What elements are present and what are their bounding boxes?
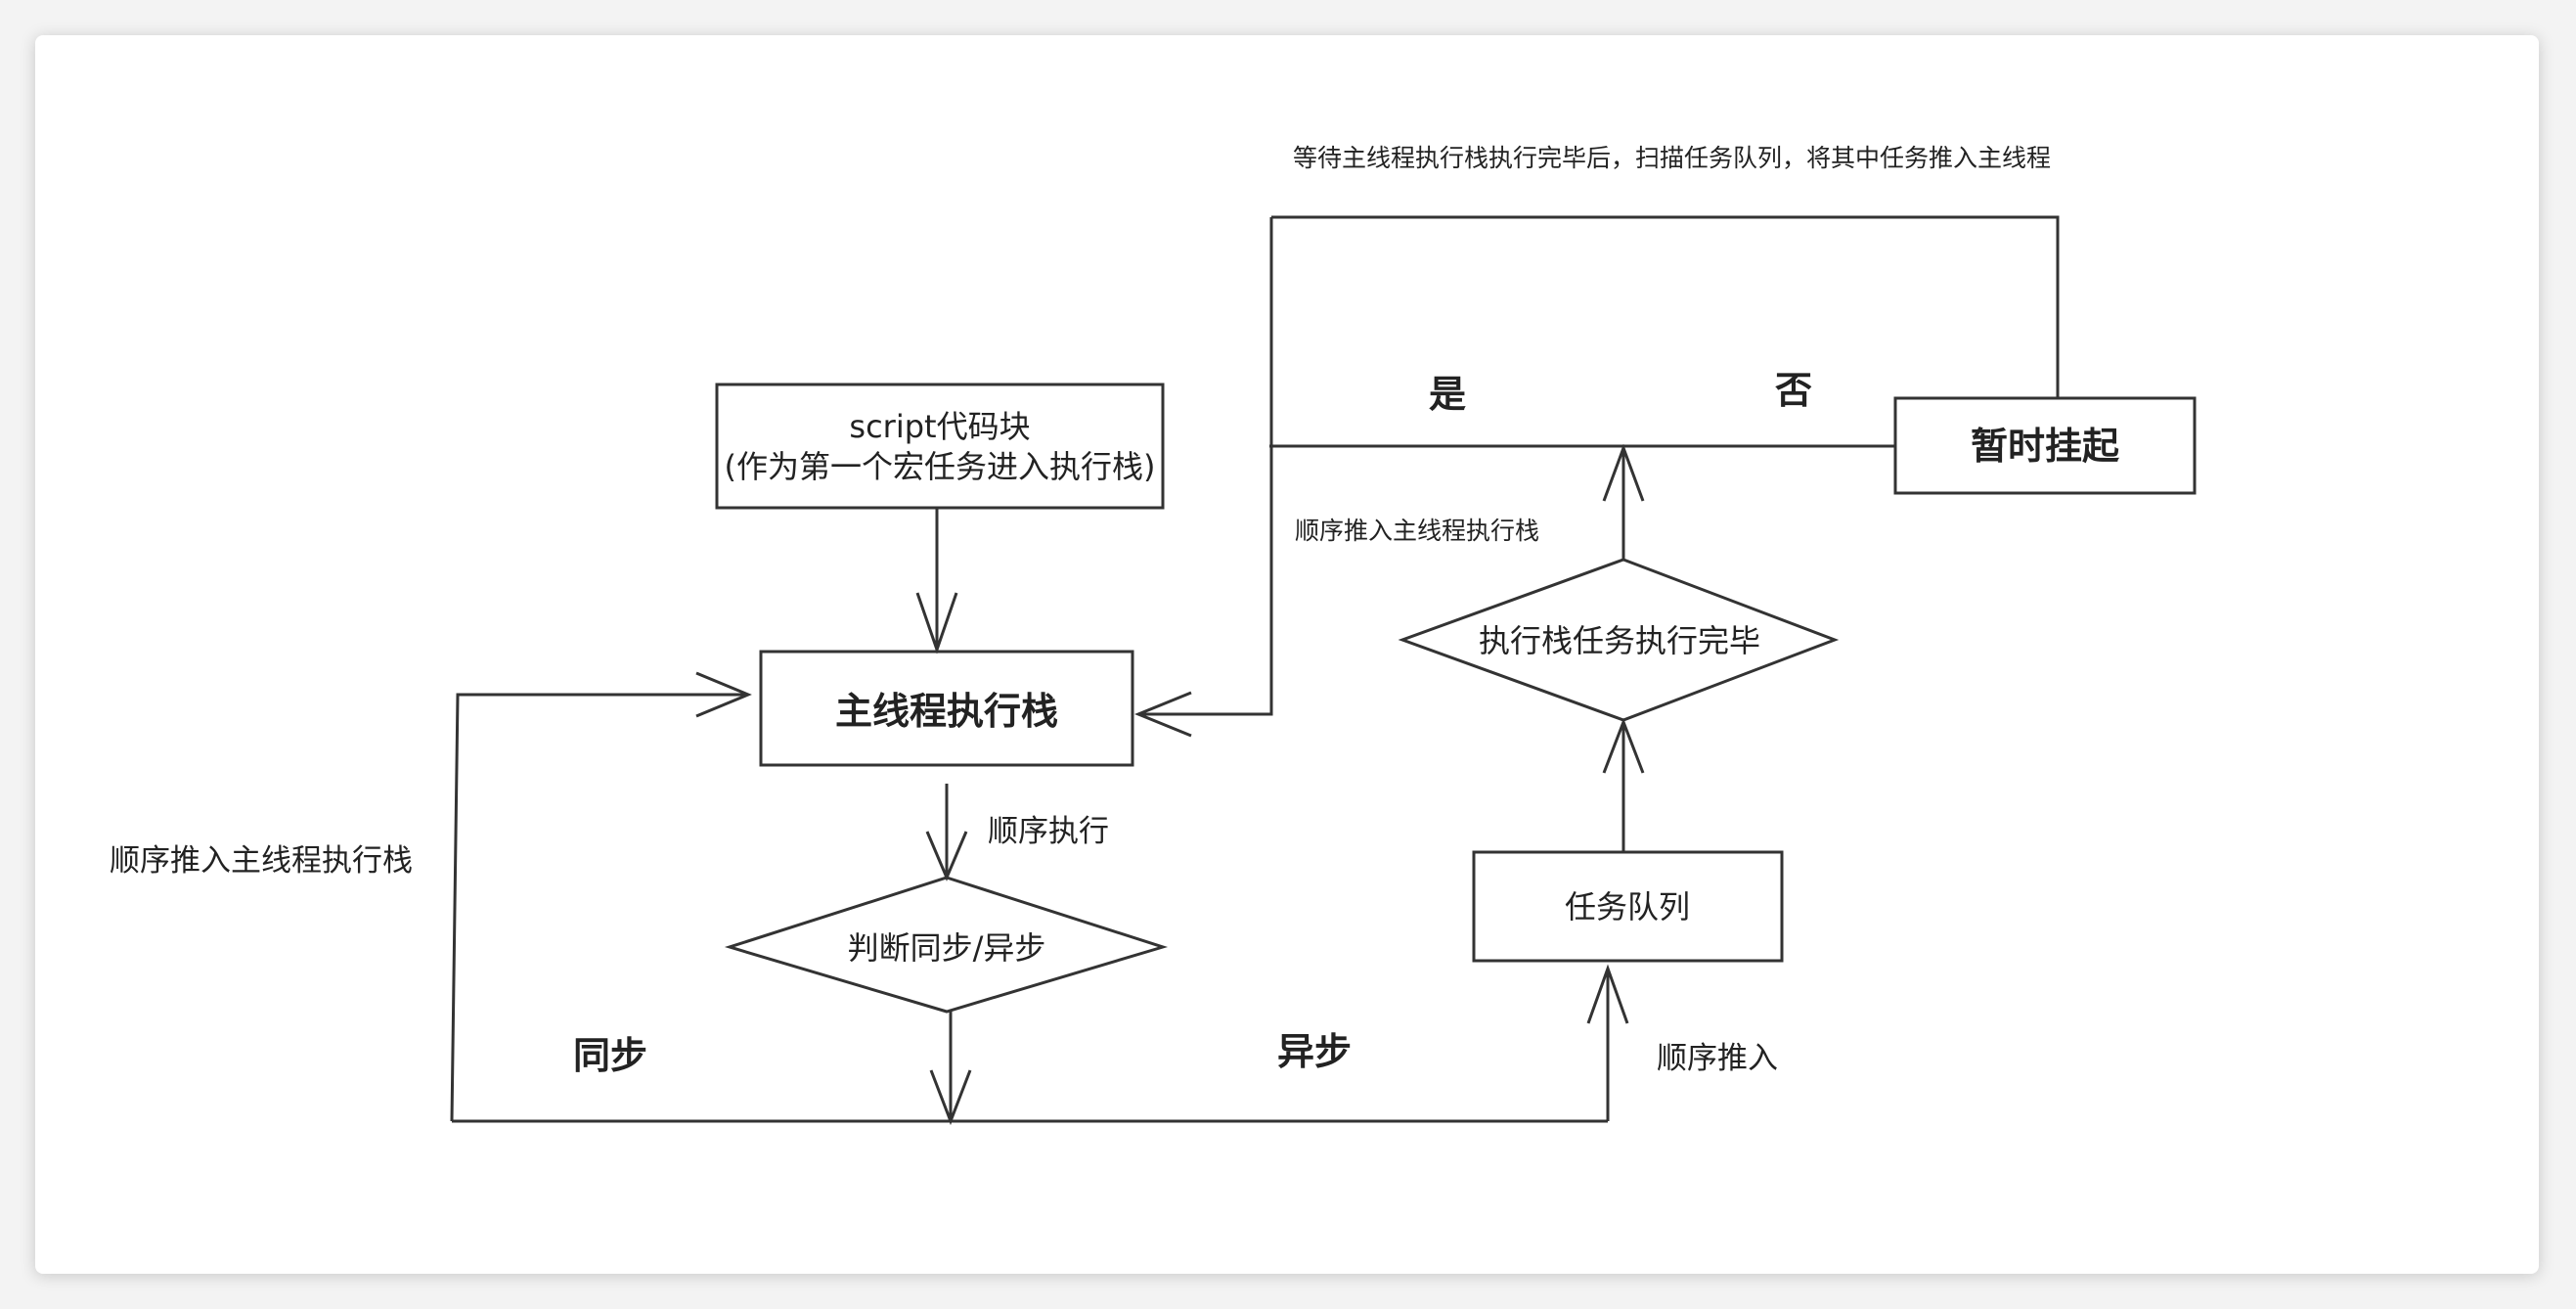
script-block-node: script代码块 (作为第一个宏任务进入执行栈) (715, 383, 1165, 510)
arrow-async-to-queue (1586, 964, 1629, 1121)
label-top-note: 等待主线程执行栈执行完毕后，扫描任务队列，将其中任务推入主线程 (1293, 144, 2051, 172)
label-sync: 同步 (573, 1034, 647, 1077)
arrow-done-to-decision (1602, 443, 1645, 560)
stack-done-node: 执行栈任务执行完毕 (1398, 558, 1840, 722)
suspend-node: 暂时挂起 (1893, 396, 2197, 495)
arrow-script-to-main (915, 508, 958, 654)
arrow-judge-to-bottom (929, 1012, 972, 1126)
script-block-title: script代码块 (849, 408, 1030, 445)
label-yes: 是 (1429, 373, 1466, 416)
judge-label: 判断同步/异步 (848, 929, 1046, 967)
label-push-queue: 顺序推入 (1657, 1041, 1778, 1076)
label-no: 否 (1775, 369, 1812, 412)
stack-done-label: 执行栈任务执行完毕 (1479, 622, 1760, 659)
arrow-main-to-judge (925, 784, 968, 881)
task-queue-label: 任务队列 (1565, 888, 1690, 925)
arrow-yes-to-main (1134, 217, 1273, 738)
label-sequential-exec: 顺序执行 (988, 814, 1109, 849)
suspend-label: 暂时挂起 (1971, 425, 2120, 468)
task-queue-node: 任务队列 (1472, 850, 1784, 963)
label-async: 异步 (1277, 1030, 1352, 1073)
arrow-queue-to-done (1602, 717, 1645, 852)
main-stack-node: 主线程执行栈 (759, 650, 1134, 767)
label-push-main-right: 顺序推入主线程执行栈 (1295, 517, 1539, 545)
suspend-loop-line (1271, 215, 2060, 398)
judge-node: 判断同步/异步 (724, 876, 1169, 1014)
main-stack-label: 主线程执行栈 (835, 690, 1058, 733)
script-block-subtitle: (作为第一个宏任务进入执行栈) (725, 448, 1156, 485)
label-push-main-left: 顺序推入主线程执行栈 (110, 843, 413, 879)
arrow-sync-to-main (450, 671, 752, 1122)
